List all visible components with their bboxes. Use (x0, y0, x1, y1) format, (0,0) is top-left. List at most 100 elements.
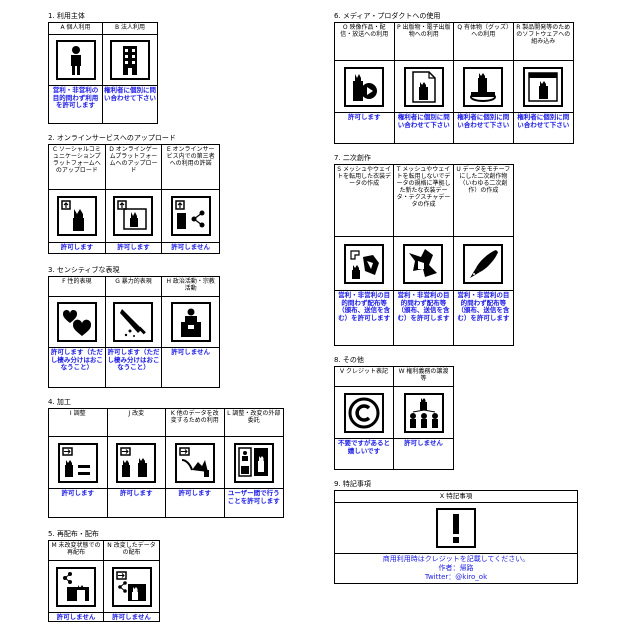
special-notes-heading: X 特記事項 (335, 491, 577, 503)
term-label: F 性的表現 (49, 277, 105, 297)
term-permission: 許可しません (171, 243, 211, 251)
terms-grid: S メッシュやウェイトを転用した衣装データの作成 営利・非営利の目的問わず配布等… (334, 164, 514, 346)
term-cell-r: R 製品開発等のためのソフトウェアへの組み込み 権利者に個別に問い合わせて下さい (513, 23, 573, 143)
term-label: D オンラインゲームプラットフォームへのアップロード (105, 145, 162, 190)
terms-grid: A 個人利用 営利・非営利の目的問わず利用を許可します B 法人利用 権利者に個… (48, 22, 158, 124)
section-title: 6. メディア・プロダクトへの使用 (334, 12, 441, 20)
term-cell-n: N 改変したデータの配布 許可しません (104, 541, 159, 622)
note-twitter: Twitter：@kiro_ok (424, 573, 488, 581)
section-title: 7. 二次創作 (334, 154, 371, 162)
section-title: 3. センシティブな表現 (48, 266, 120, 274)
term-cell-f: F 性的表現 許可します（ただし棲み分けはおこなうこと） (49, 277, 106, 387)
upload-social-icon (56, 196, 97, 236)
term-label: R 製品開発等のためのソフトウェアへの組み込み (513, 23, 573, 61)
term-label: H 政治活動・宗教活動 (162, 277, 219, 297)
term-cell-j: J 改変 許可します (107, 409, 166, 517)
term-permission: 許可します (60, 243, 94, 251)
term-label: U データをモチーフにした二次創作物（いわゆる二次創作）の作成 (453, 165, 513, 237)
term-cell-s: S メッシュやウェイトを転用した衣装データの作成 営利・非営利の目的問わず配布等… (335, 165, 395, 345)
term-permission: 権利者に個別に問い合わせて下さい (517, 113, 570, 129)
section-title: 1. 利用主体 (48, 12, 85, 20)
term-cell-o: O 映像作品・配信・放送への利用 許可します (335, 23, 395, 143)
term-cell-c: C ソーシャルコミュニケーションプラットフォームへのアップロード 許可します (49, 145, 106, 253)
term-label: C ソーシャルコミュニケーションプラットフォームへのアップロード (49, 145, 105, 190)
redistribute-icon (56, 566, 96, 607)
software-icon (523, 66, 564, 107)
terms-grid: V クレジット表記 不要ですがあると嬉しいです W 権利義務の譲渡等 許可しませ… (334, 366, 454, 470)
term-permission: 許可します (117, 243, 150, 251)
term-label: S メッシュやウェイトを転用した衣装データの作成 (335, 165, 394, 237)
terms-grid: I 調整 許可します J 改変 許可します K 他のデータを改変するための利用 … (48, 408, 284, 518)
term-permission: 許可しません (404, 439, 443, 447)
term-label: L 調整・改変の外部委託 (224, 409, 283, 437)
term-permission: 許可しません (112, 613, 151, 621)
terms-grid: F 性的表現 許可します（ただし棲み分けはおこなうこと） G 暴力的表現 許可し… (48, 276, 220, 388)
note-commercial-credit: 商用利用時はクレジットを記載してください。 (382, 555, 530, 563)
term-permission: 許可します (61, 489, 95, 497)
modify-other-icon (174, 442, 215, 483)
term-cell-p: P 出版物・電子出版物への利用 権利者に個別に問い合わせて下さい (394, 23, 454, 143)
term-cell-q: Q 有体物（グッズ）への利用 権利者に個別に問い合わせて下さい (454, 23, 514, 143)
section-title: 9. 特記事項 (334, 480, 371, 488)
term-cell-h: H 政治活動・宗教活動 許可しません (162, 277, 219, 387)
term-cell-u: U データをモチーフにした二次創作物（いわゆる二次創作）の作成 営利・非営利の目… (453, 165, 513, 345)
term-permission: ユーザー間で行うことを許可します (227, 489, 280, 505)
term-permission: 権利者に個別に問い合わせて下さい (104, 86, 156, 102)
term-cell-w: W 権利義務の譲渡等 許可しません (394, 367, 453, 469)
section-derivative: 7. 二次創作 S メッシュやウェイトを転用した衣装データの作成 営利・非営利の… (334, 154, 514, 346)
term-label: Q 有体物（グッズ）への利用 (454, 23, 513, 61)
term-permission: 許可しません (171, 348, 211, 356)
note-author: 作者：帰路 (438, 564, 474, 572)
section-special-notes: 9. 特記事項 X 特記事項 商用利用時はクレジットを記載してください。 作者：… (334, 480, 578, 584)
special-notes-box: X 特記事項 商用利用時はクレジットを記載してください。 作者：帰路 Twitt… (334, 490, 578, 584)
upload-game-icon (113, 196, 154, 236)
term-permission: 権利者に個別に問い合わせて下さい (457, 113, 510, 129)
publication-icon (403, 66, 444, 107)
section-redistribution: 5. 再配布・配布 M 未改変状態での再配布 許可しません N 改変したデータの… (48, 530, 160, 622)
podium-icon (170, 302, 211, 342)
term-label: I 調整 (49, 409, 107, 437)
term-label: A 個人利用 (49, 23, 102, 35)
term-cell-b: B 法人利用 権利者に個別に問い合わせて下さい (103, 23, 157, 123)
copyright-icon (344, 392, 384, 433)
transfer-rights-icon (403, 392, 444, 433)
term-permission: 許可します (178, 489, 212, 497)
term-label: P 出版物・電子出版物への利用 (394, 23, 453, 61)
section-title: 2. オンラインサービスへのアップロード (48, 134, 176, 142)
section-title: 4. 加工 (48, 398, 71, 406)
term-label: O 映像作品・配信・放送への利用 (335, 23, 394, 61)
term-cell-v: V クレジット表記 不要ですがあると嬉しいです (335, 367, 394, 469)
term-permission: 許可します (348, 113, 381, 121)
term-label: G 暴力的表現 (105, 277, 162, 297)
section-title: 8. その他 (334, 356, 364, 364)
term-cell-l: L 調整・改変の外部委託 ユーザー間で行うことを許可します (224, 409, 283, 517)
section-other: 8. その他 V クレジット表記 不要ですがあると嬉しいです W 権利義務の譲渡… (334, 356, 454, 470)
term-cell-i: I 調整 許可します (49, 409, 108, 517)
new-clothing-icon (403, 243, 444, 284)
term-label: B 法人利用 (103, 23, 157, 35)
term-permission: 営利・非営利の目的問わず配布等（頒布、送信を含む）を許可します (457, 291, 510, 322)
term-label: V クレジット表記 (335, 367, 393, 387)
term-label: M 未改変状態での再配布 (49, 541, 103, 561)
hearts-icon (56, 302, 97, 342)
term-permission: 許可します（ただし棲み分けはおこなうこと） (107, 348, 160, 371)
person-icon (55, 40, 96, 80)
outsource-icon (233, 442, 274, 483)
section-online-upload: 2. オンラインサービスへのアップロード C ソーシャルコミュニケーションプラッ… (48, 134, 220, 254)
term-permission: 許可しません (56, 613, 96, 621)
modify-icon (116, 442, 157, 483)
section-media-product: 6. メディア・プロダクトへの使用 O 映像作品・配信・放送への利用 許可します… (334, 12, 574, 144)
term-label: W 権利義務の譲渡等 (394, 367, 453, 387)
knife-icon (113, 302, 154, 342)
term-label: K 他のデータを改変するための利用 (166, 409, 224, 437)
clothing-icon (344, 243, 385, 284)
term-permission: 不要ですがあると嬉しいです (338, 439, 390, 455)
share-third-party-icon (170, 196, 211, 236)
video-icon (344, 66, 385, 107)
term-permission: 許可します (120, 489, 153, 497)
section-processing: 4. 加工 I 調整 許可します J 改変 許可します K 他のデータを改変する… (48, 398, 284, 518)
term-label: J 改変 (107, 409, 165, 437)
term-permission: 許可します（ただし棲み分けはおこなうこと） (50, 348, 103, 371)
term-permission: 営利・非営利の目的問わず配布等（頒布、送信を含む）を許可します (338, 291, 391, 322)
goods-icon (463, 66, 504, 107)
